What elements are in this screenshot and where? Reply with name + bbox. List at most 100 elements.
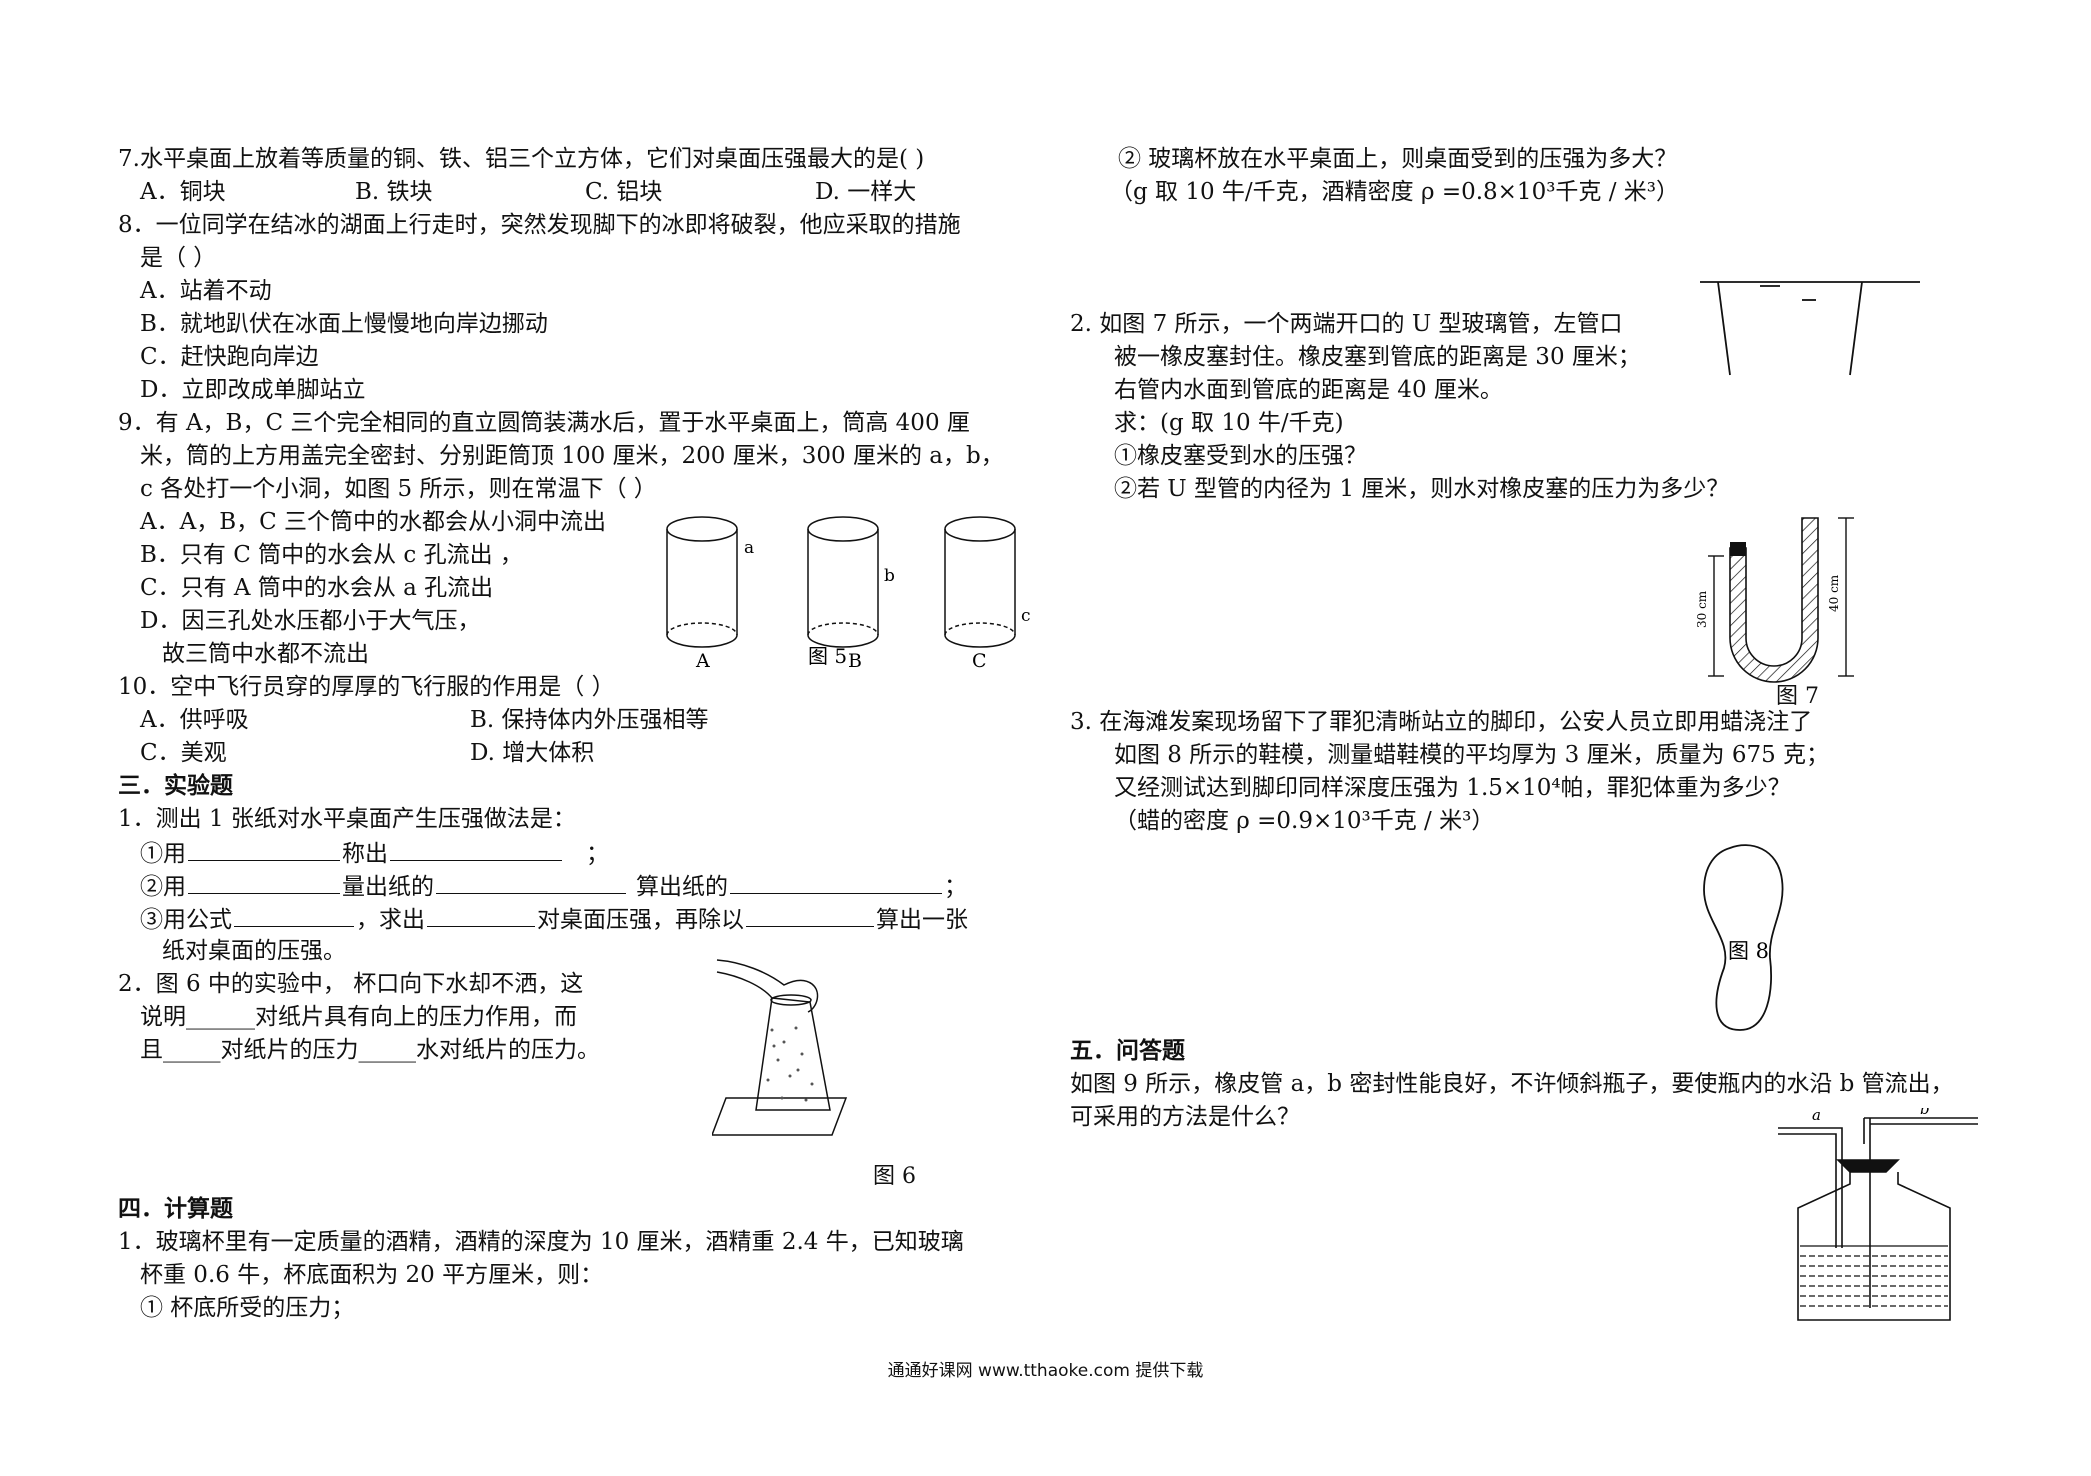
option-a: A．铜块 — [140, 179, 226, 205]
answer-blank — [436, 869, 626, 894]
option-b: B. 铁块 — [355, 179, 433, 205]
calc-1: 1．玻璃杯里有一定质量的酒精，酒精的深度为 10 厘米，酒精重 2.4 牛，已知… — [118, 1229, 964, 1255]
figure-9-bottle: a b — [1778, 1108, 1978, 1321]
calc-1-line5: （g 取 10 牛/千克，酒精密度 ρ =0.8×10³千克 / 米³） — [1110, 179, 1680, 205]
calc-2: 2. 如图 7 所示，一个两端开口的 U 型玻璃管，左管口 被一橡皮塞封住。橡皮… — [1070, 308, 2000, 506]
hole-label-a: a — [744, 538, 754, 558]
question-8-line2: 是（ ） — [140, 245, 217, 271]
option-b: B．只有 C 筒中的水会从 c 孔流出 ， — [140, 542, 523, 568]
figure-7-beaker — [1700, 281, 1920, 376]
step-text: 算出纸的 — [636, 874, 728, 900]
tube-label-b: b — [1920, 1108, 1930, 1118]
option-b: B．就地趴伏在冰面上慢慢地向岸边挪动 — [140, 311, 548, 337]
figure-7-caption: 图 7 — [1776, 684, 1819, 709]
question-9-line2: 米，筒的上方用盖完全密封、分别距筒顶 100 厘米，200 厘米，300 厘米的… — [140, 443, 1004, 469]
experiment-1-step3: ③用公式 ，求出 对桌面压强，再除以 算出一张 — [118, 902, 1038, 935]
step-text: ①用 — [140, 841, 186, 867]
step-text: 对桌面压强，再除以 — [537, 907, 744, 933]
experiment-1-step1: ①用 称出 ； — [118, 836, 1038, 869]
option-d: D. 增大体积 — [470, 740, 595, 766]
answer-blank — [427, 902, 535, 927]
qa-section: 五．问答题 如图 9 所示，橡皮管 a，b 密封性能良好，不许倾斜瓶子，要使瓶内… — [1070, 1035, 2000, 1134]
step-text: ，求出 — [356, 907, 425, 933]
option-d: D．立即改成单脚站立 — [140, 377, 366, 403]
section-3-heading: 三．实验题 — [118, 773, 233, 799]
calc-3: 3. 在海滩发案现场留下了罪犯清晰站立的脚印，公安人员立即用蜡浇注了 如图 8 … — [1070, 706, 2000, 838]
experiment-2-line2: 说明______对纸片具有向上的压力作用，而 — [140, 1004, 577, 1030]
calc-3-line2: 如图 8 所示的鞋模，测量蜡鞋模的平均厚为 3 厘米，质量为 675 克； — [1114, 742, 1830, 768]
cylinder-label-a: A — [695, 650, 710, 672]
answer-blank — [188, 836, 340, 861]
calc-2-line2: 被一橡皮塞封住。橡皮塞到管底的距离是 30 厘米； — [1114, 344, 1641, 370]
question-8: 8．一位同学在结冰的湖面上行走时，突然发现脚下的冰即将破裂，他应采取的措施 — [118, 212, 961, 238]
right-column: ② 玻璃杯放在水平桌面上，则桌面受到的压强为多大？ （g 取 10 牛/千克，酒… — [1070, 143, 2000, 209]
calc-3-line3: 又经测试达到脚印同样深度压强为 1.5×10⁴帕，罪犯体重为多少？ — [1114, 775, 1791, 801]
question-9: 9．有 A，B，C 三个完全相同的直立圆筒装满水后，置于水平桌面上，筒高 400… — [118, 410, 970, 436]
calc-2-line1: 2. 如图 7 所示，一个两端开口的 U 型玻璃管，左管口 — [1070, 311, 1623, 337]
qa-line1: 如图 9 所示，橡皮管 a，b 密封性能良好，不许倾斜瓶子，要使瓶内的水沿 b … — [1070, 1071, 1954, 1097]
experiment-2: 2．图 6 中的实验中， 杯口向下水却不洒，这 — [118, 971, 584, 997]
answer-blank — [390, 836, 562, 861]
answer-blank — [234, 902, 354, 927]
figure-5-cylinders: a b c A B C 图 5 — [666, 516, 1031, 672]
section-4-heading: 四．计算题 — [118, 1196, 233, 1222]
calc-3-line4: （蜡的密度 ρ =0.9×10³千克 / 米³） — [1114, 808, 1495, 834]
figure-8-caption: 图 8 — [1728, 939, 1769, 963]
step-text: ③用公式 — [140, 907, 232, 933]
cylinder-label-b: B — [848, 650, 862, 672]
option-d-line2: 故三筒中水都不流出 — [162, 641, 369, 667]
option-c: C. 铝块 — [585, 179, 663, 205]
hole-label-b: b — [884, 566, 895, 586]
option-c: C．只有 A 筒中的水会从 a 孔流出 — [140, 575, 494, 601]
experiment-1: 1．测出 1 张纸对水平桌面产生压强做法是： — [118, 806, 576, 832]
left-column: 7.水平桌面上放着等质量的铜、铁、铝三个立方体，它们对桌面压强最大的是( ) A… — [118, 143, 1038, 1067]
calc-2-line6: ②若 U 型管的内径为 1 厘米，则水对橡皮塞的压力为多少？ — [1114, 476, 1730, 502]
figure-5-caption: 图 5 — [808, 644, 847, 668]
calc-3-line1: 3. 在海滩发案现场留下了罪犯清晰站立的脚印，公安人员立即用蜡浇注了 — [1070, 709, 1813, 735]
calc-2-line3: 右管内水面到管底的距离是 40 厘米。 — [1114, 377, 1503, 403]
calc-1-line2: 杯重 0.6 牛，杯底面积为 20 平方厘米，则： — [140, 1262, 604, 1288]
option-d: D. 一样大 — [815, 179, 917, 205]
dim-40cm: 40 cm — [1827, 574, 1841, 612]
calc-2-line4: 求：(g 取 10 牛/千克) — [1114, 410, 1344, 436]
step-text: ； — [944, 874, 967, 900]
qa-line2: 可采用的方法是什么？ — [1070, 1104, 1300, 1130]
option-a: A．站着不动 — [140, 278, 272, 304]
question-10-options-row2: C．美观 D. 增大体积 — [118, 737, 1038, 770]
figure-7-u-tube: 30 cm 40 cm — [1695, 517, 1854, 683]
question-7: 7.水平桌面上放着等质量的铜、铁、铝三个立方体，它们对桌面压强最大的是( ) — [118, 146, 925, 172]
figure-6-cup-experiment — [712, 959, 848, 1136]
question-7-options: A．铜块 B. 铁块 C. 铝块 D. 一样大 — [118, 176, 1038, 209]
answer-blank — [746, 902, 874, 927]
option-a: A．A，B，C 三个筒中的水都会从小洞中流出 — [140, 509, 607, 535]
calc-section: 四．计算题 1．玻璃杯里有一定质量的酒精，酒精的深度为 10 厘米，酒精重 2.… — [118, 1193, 1038, 1325]
option-c: C．美观 — [140, 740, 227, 766]
section-5-heading: 五．问答题 — [1070, 1038, 1185, 1064]
step-text: ②用 — [140, 874, 186, 900]
question-10-options-row1: A．供呼吸 B. 保持体内外压强相等 — [118, 704, 1038, 737]
question-10: 10．空中飞行员穿的厚厚的飞行服的作用是（ ） — [118, 674, 615, 700]
calc-1-line4: ② 玻璃杯放在水平桌面上，则桌面受到的压强为多大？ — [1118, 146, 1678, 172]
experiment-2-line3: 且_____对纸片的压力_____水对纸片的压力。 — [140, 1037, 600, 1063]
hole-label-c: c — [1021, 606, 1031, 626]
step-text: ； — [586, 841, 609, 867]
figure-8-shoe-mold: 图 8 — [1703, 844, 1784, 1031]
answer-blank — [730, 869, 942, 894]
option-c: C．赶快跑向岸边 — [140, 344, 319, 370]
option-a: A．供呼吸 — [140, 707, 249, 733]
dim-30cm: 30 cm — [1695, 590, 1709, 628]
cylinder-label-c: C — [972, 650, 987, 672]
experiment-1-step2: ②用 量出纸的 算出纸的 ； — [118, 869, 1038, 902]
experiment-1-step3-line2: 纸对桌面的压强。 — [162, 938, 346, 964]
step-text: 量出纸的 — [342, 874, 434, 900]
answer-blank — [188, 869, 340, 894]
option-d: D．因三孔处水压都小于大气压， — [140, 608, 481, 634]
step-text: 算出一张 — [876, 907, 968, 933]
footer: 通通好课网 www.tthaoke.com 提供下载 — [887, 1361, 1204, 1381]
step-text: 称出 — [342, 841, 388, 867]
option-b: B. 保持体内外压强相等 — [470, 707, 709, 733]
question-9-line3: c 各处打一个小洞，如图 5 所示，则在常温下（ ） — [140, 476, 657, 502]
tube-label-a: a — [1812, 1108, 1821, 1124]
calc-1-line3: ① 杯底所受的压力； — [140, 1295, 355, 1321]
